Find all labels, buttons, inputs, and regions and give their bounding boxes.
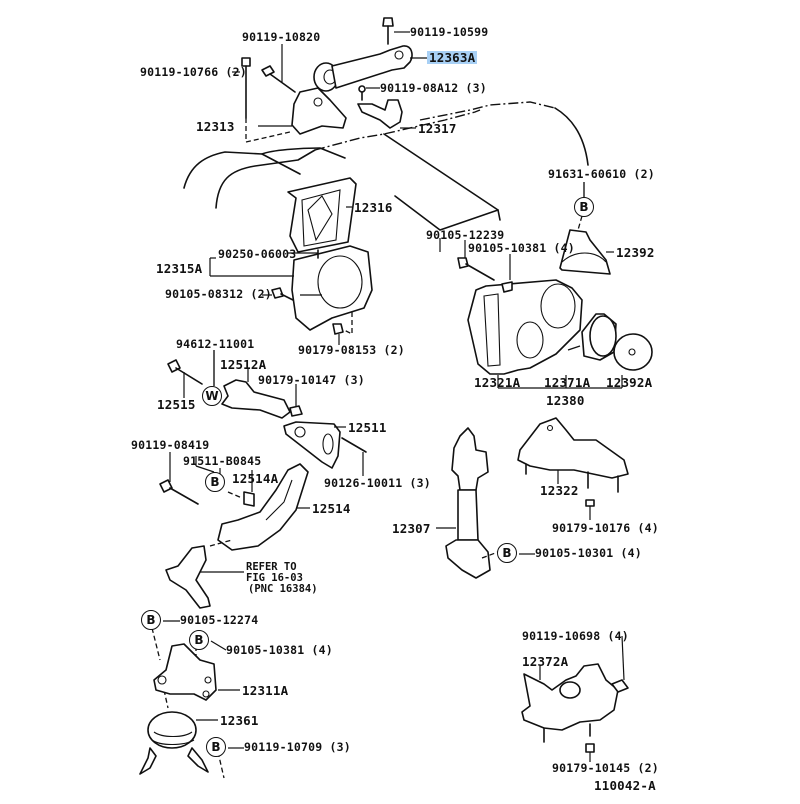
bolt-90119-10599 [382, 17, 410, 45]
reference-note-line3: (PNC 16384) [248, 583, 318, 595]
marker-b-icon: B [205, 472, 225, 492]
label-90119-10698[interactable]: 90119-10698 (4) [522, 629, 629, 643]
bolt-90119-10820 [261, 44, 296, 93]
nut-90179-10147 [289, 384, 303, 417]
part-12372A-drawing [521, 635, 629, 762]
label-90105-08312[interactable]: 90105-08312 (2) [165, 287, 272, 301]
label-leaders [300, 238, 441, 296]
bolt-90105-12239 [457, 240, 495, 281]
part-12313-drawing [258, 87, 347, 135]
part-reference-bracket-drawing [165, 539, 244, 609]
label-12512A[interactable]: 12512A [220, 357, 267, 372]
label-12363A-highlighted[interactable]: 12363A [427, 50, 478, 65]
part-12307-drawing [436, 427, 499, 579]
part-12321A-drawing [467, 279, 583, 375]
reference-note-line1: REFER TO [246, 561, 297, 573]
marker-b-icon: B [206, 737, 226, 757]
label-90119-10820[interactable]: 90119-10820 [242, 30, 321, 44]
part-12514-drawing [217, 463, 310, 551]
part-12511-drawing [283, 421, 346, 469]
label-12316[interactable]: 12316 [354, 200, 393, 215]
marker-b-icon: B [189, 630, 209, 650]
label-90179-08153[interactable]: 90179-08153 (2) [298, 343, 405, 357]
label-90179-10145[interactable]: 90179-10145 (2) [552, 761, 659, 775]
part-12322-drawing [517, 417, 629, 520]
label-94612-11001[interactable]: 94612-11001 [176, 337, 255, 351]
label-12392[interactable]: 12392 [616, 245, 655, 260]
bolt-12515 [167, 359, 203, 398]
part-12371A-drawing [567, 313, 617, 361]
part-12315A-drawing [209, 245, 373, 331]
marker-b-icon: B [497, 543, 517, 563]
label-12515[interactable]: 12515 [157, 397, 196, 412]
label-90105-10301[interactable]: 90105-10301 (4) [535, 546, 642, 560]
label-12322[interactable]: 12322 [540, 483, 579, 498]
label-91511-B0845[interactable]: 91511-B0845 [183, 454, 262, 468]
part-12361-drawing [139, 711, 218, 775]
label-90105-12274[interactable]: 90105-12274 [180, 613, 259, 627]
label-90126-10011[interactable]: 90126-10011 (3) [324, 476, 431, 490]
label-90119-08419[interactable]: 90119-08419 [131, 438, 210, 452]
label-90119-08A12[interactable]: 90119-08A12 (3) [380, 81, 487, 95]
label-12307[interactable]: 12307 [392, 521, 431, 536]
label-12321A[interactable]: 12321A [474, 375, 521, 390]
bolt-90119-08A12 [358, 85, 380, 101]
label-90119-10599[interactable]: 90119-10599 [410, 25, 489, 39]
label-90105-12239[interactable]: 90105-12239 [426, 228, 505, 242]
marker-w-icon: W [202, 386, 222, 406]
marker-b-icon: B [574, 197, 594, 217]
label-90105-10381-upper[interactable]: 90105-10381 (4) [468, 241, 575, 255]
part-12317-drawing [357, 99, 416, 129]
reference-note-line2: FIG 16-03 [246, 572, 303, 584]
label-12511[interactable]: 12511 [348, 420, 387, 435]
label-90179-10176[interactable]: 90179-10176 (4) [552, 521, 659, 535]
part-12363A-drawing [313, 45, 428, 92]
label-90250-06003[interactable]: 90250-06003 [218, 247, 297, 261]
part-12514A-drawing [219, 468, 255, 507]
stud-90126-10011 [341, 437, 367, 476]
label-12392A[interactable]: 12392A [606, 375, 653, 390]
label-12514A[interactable]: 12514A [232, 471, 279, 486]
label-12315A[interactable]: 12315A [156, 261, 203, 276]
figure-id: 110042-A [594, 778, 656, 793]
part-12316-drawing [287, 177, 357, 253]
assembly-12380-bracket [497, 375, 623, 389]
bolt-90119-10766 [232, 57, 291, 143]
label-12371A[interactable]: 12371A [544, 375, 591, 390]
part-12392A-drawing [613, 333, 653, 371]
label-12380[interactable]: 12380 [546, 393, 585, 408]
label-12514[interactable]: 12514 [312, 501, 351, 516]
label-90119-10709[interactable]: 90119-10709 (3) [244, 740, 351, 754]
bolt-90119-08419 [159, 452, 199, 505]
engine-outline [183, 101, 589, 231]
marker-b-icon: B [141, 610, 161, 630]
bolt-90105-10381-top [501, 254, 513, 293]
label-91631-60610[interactable]: 91631-60610 (2) [548, 167, 655, 181]
label-12317[interactable]: 12317 [418, 121, 457, 136]
part-12512A-drawing [221, 368, 291, 419]
nut-90179-08153 [332, 312, 353, 345]
label-90179-10147[interactable]: 90179-10147 (3) [258, 373, 365, 387]
label-90105-10381-lower[interactable]: 90105-10381 (4) [226, 643, 333, 657]
label-12372A[interactable]: 12372A [522, 654, 569, 669]
bolt-90105-08312 [262, 287, 294, 301]
label-12311A[interactable]: 12311A [242, 683, 289, 698]
label-90119-10766[interactable]: 90119-10766 (2) [140, 65, 247, 79]
part-12392-drawing [559, 182, 614, 275]
part-12311A-drawing [153, 643, 240, 701]
label-12313[interactable]: 12313 [196, 119, 235, 134]
label-12361[interactable]: 12361 [220, 713, 259, 728]
